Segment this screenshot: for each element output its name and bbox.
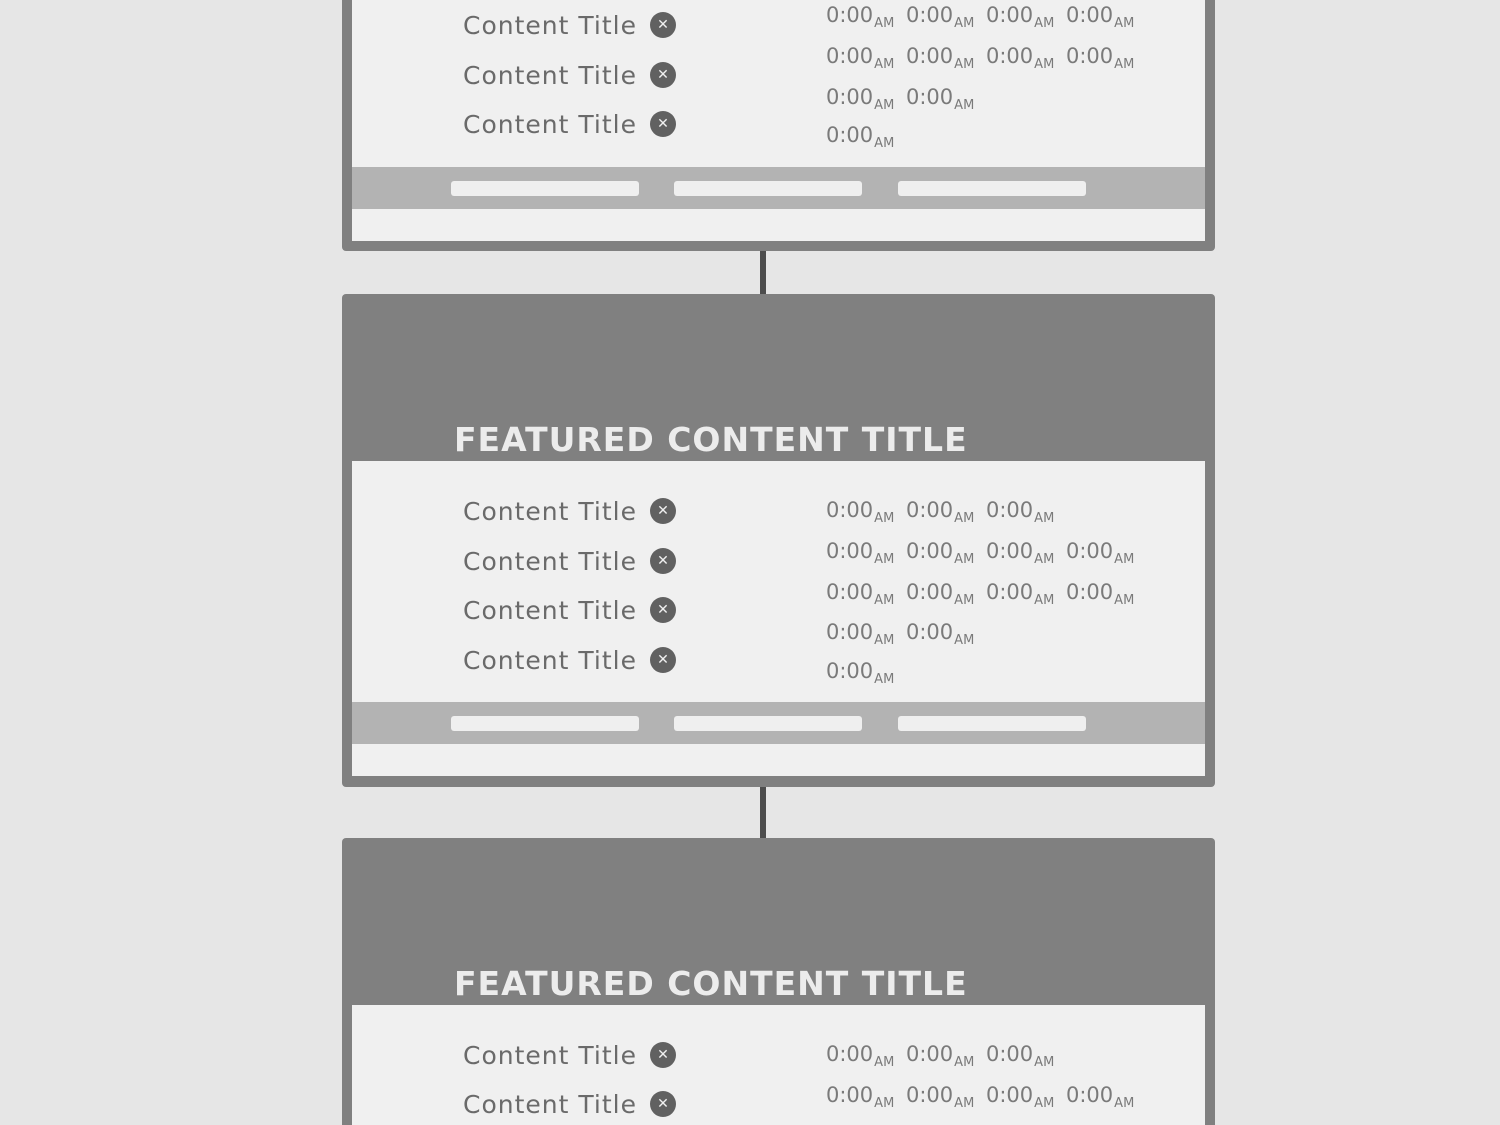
content-card-3: FEATURED CONTENT TITLE Content Title ✕ C… (342, 838, 1215, 1125)
list-item[interactable]: Content Title ✕ (463, 1040, 676, 1070)
footer-link-placeholder[interactable] (674, 181, 862, 196)
card-footer-bar (352, 167, 1205, 209)
time-slot[interactable]: 0:00AM (906, 620, 975, 648)
card-header: FEATURED CONTENT TITLE (342, 294, 1215, 461)
time-slot[interactable]: 0:00AM (826, 580, 895, 608)
time-slot[interactable]: 0:00AM (906, 539, 975, 567)
time-slot[interactable]: 0:00AM (826, 539, 895, 567)
time-slot[interactable]: 0:00AM (906, 44, 975, 72)
content-title[interactable]: Content Title (463, 1040, 637, 1070)
time-slot[interactable]: 0:00AM (986, 3, 1055, 31)
time-slot[interactable]: 0:00AM (1066, 580, 1135, 608)
time-row: 0:00AM 0:00AM 0:00AM 0:00AM (826, 1083, 1146, 1113)
time-row: 0:00AM 0:00AM 0:00AM (826, 1042, 1066, 1072)
time-slot[interactable]: 0:00AM (826, 85, 895, 113)
time-slot[interactable]: 0:00AM (986, 498, 1055, 526)
time-row: 0:00AM 0:00AM (826, 620, 986, 650)
list-item[interactable]: Content Title ✕ (463, 496, 676, 526)
time-slot[interactable]: 0:00AM (986, 1042, 1055, 1070)
time-slot[interactable]: 0:00AM (906, 1083, 975, 1111)
time-slot[interactable]: 0:00AM (826, 620, 895, 648)
close-icon[interactable]: ✕ (649, 62, 676, 88)
time-slot[interactable]: 0:00AM (826, 1042, 895, 1070)
card-footer-bar (352, 702, 1205, 744)
content-title[interactable]: Content Title (463, 60, 637, 90)
time-slot[interactable]: 0:00AM (826, 3, 895, 31)
list-item[interactable]: Content Title ✕ (463, 1089, 676, 1119)
time-row: 0:00AM 0:00AM 0:00AM (826, 498, 1066, 528)
featured-title: FEATURED CONTENT TITLE (454, 964, 968, 1003)
time-slot[interactable]: 0:00AM (906, 3, 975, 31)
list-item[interactable]: Content Title ✕ (463, 645, 676, 675)
content-title[interactable]: Content Title (463, 595, 637, 625)
time-row: 0:00AM (826, 659, 906, 689)
time-slot[interactable]: 0:00AM (906, 498, 975, 526)
close-icon[interactable]: ✕ (649, 498, 676, 524)
time-slot[interactable]: 0:00AM (906, 580, 975, 608)
time-slot[interactable]: 0:00AM (826, 1083, 895, 1111)
time-slot[interactable]: 0:00AM (826, 498, 895, 526)
footer-link-placeholder[interactable] (898, 181, 1086, 196)
time-slot[interactable]: 0:00AM (986, 1083, 1055, 1111)
list-item[interactable]: Content Title ✕ (463, 60, 676, 90)
time-row: 0:00AM 0:00AM (826, 85, 986, 115)
content-title[interactable]: Content Title (463, 546, 637, 576)
card-body: Content Title ✕ Content Title ✕ Content … (352, 461, 1205, 776)
footer-link-placeholder[interactable] (451, 716, 639, 731)
time-slot[interactable]: 0:00AM (906, 1042, 975, 1070)
content-card-2: FEATURED CONTENT TITLE Content Title ✕ C… (342, 294, 1215, 787)
footer-link-placeholder[interactable] (674, 716, 862, 731)
time-slot[interactable]: 0:00AM (1066, 44, 1135, 72)
time-row: 0:00AM 0:00AM 0:00AM 0:00AM (826, 3, 1146, 33)
time-slot[interactable]: 0:00AM (1066, 1083, 1135, 1111)
time-slot[interactable]: 0:00AM (826, 44, 895, 72)
footer-link-placeholder[interactable] (898, 716, 1086, 731)
close-icon[interactable]: ✕ (649, 1042, 676, 1068)
close-icon[interactable]: ✕ (649, 111, 676, 137)
time-slot[interactable]: 0:00AM (986, 580, 1055, 608)
content-title[interactable]: Content Title (463, 1089, 637, 1119)
close-icon[interactable]: ✕ (649, 1091, 676, 1117)
time-row: 0:00AM 0:00AM 0:00AM 0:00AM (826, 580, 1146, 610)
card-body: Content Title ✕ Content Title ✕ Content … (352, 0, 1205, 241)
close-icon[interactable]: ✕ (649, 597, 676, 623)
footer-link-placeholder[interactable] (451, 181, 639, 196)
time-slot[interactable]: 0:00AM (1066, 539, 1135, 567)
featured-title: FEATURED CONTENT TITLE (454, 420, 968, 459)
time-row: 0:00AM 0:00AM 0:00AM 0:00AM (826, 539, 1146, 569)
list-item[interactable]: Content Title ✕ (463, 109, 676, 139)
content-title[interactable]: Content Title (463, 10, 637, 40)
list-item[interactable]: Content Title ✕ (463, 546, 676, 576)
list-item[interactable]: Content Title ✕ (463, 595, 676, 625)
time-slot[interactable]: 0:00AM (1066, 3, 1135, 31)
content-title[interactable]: Content Title (463, 645, 637, 675)
time-slot[interactable]: 0:00AM (906, 85, 975, 113)
time-row: 0:00AM (826, 123, 906, 153)
time-row: 0:00AM 0:00AM 0:00AM 0:00AM (826, 44, 1146, 74)
content-title[interactable]: Content Title (463, 109, 637, 139)
time-slot[interactable]: 0:00AM (986, 44, 1055, 72)
time-slot[interactable]: 0:00AM (986, 539, 1055, 567)
close-icon[interactable]: ✕ (649, 12, 676, 38)
time-slot[interactable]: 0:00AM (826, 659, 895, 687)
content-title[interactable]: Content Title (463, 496, 637, 526)
card-header: FEATURED CONTENT TITLE (342, 838, 1215, 1005)
list-item[interactable]: Content Title ✕ (463, 10, 676, 40)
content-card-1: Content Title ✕ Content Title ✕ Content … (342, 0, 1215, 251)
close-icon[interactable]: ✕ (649, 548, 676, 574)
close-icon[interactable]: ✕ (649, 647, 676, 673)
time-slot[interactable]: 0:00AM (826, 123, 895, 151)
